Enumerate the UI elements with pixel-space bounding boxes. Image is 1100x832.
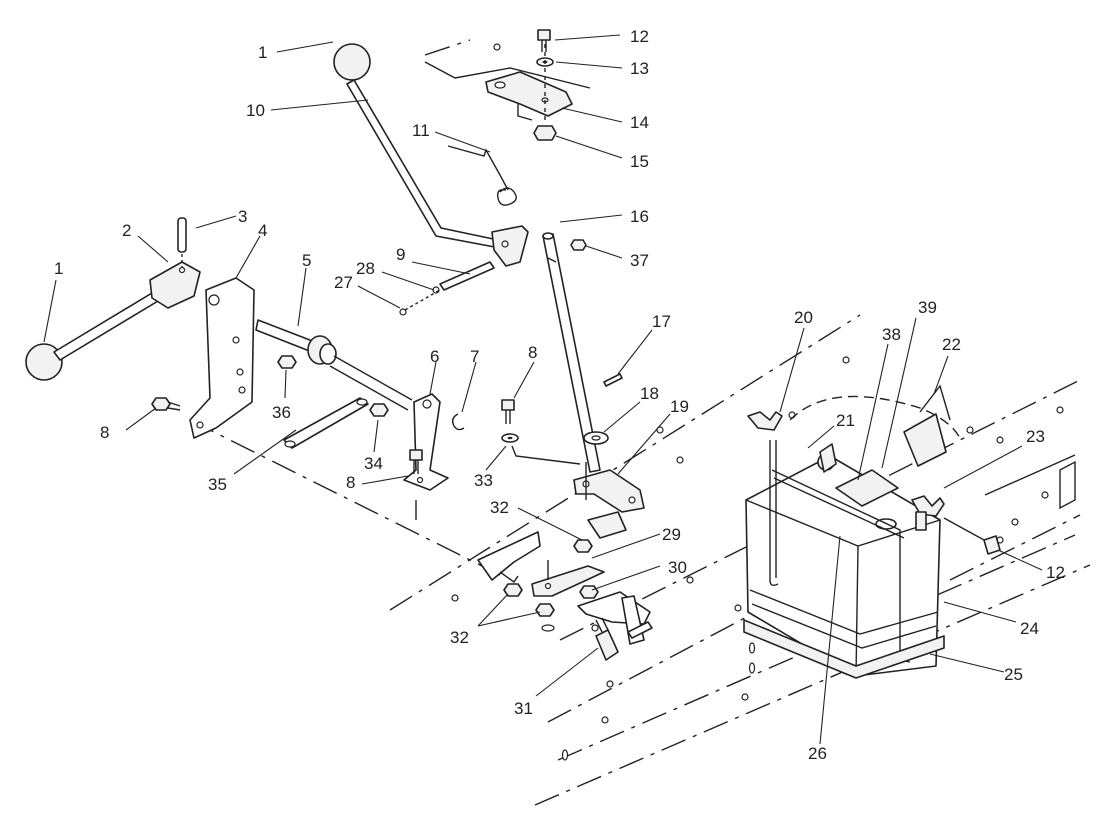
callout-1: 1 bbox=[258, 43, 267, 62]
pin-left bbox=[177, 217, 187, 253]
link-rod bbox=[283, 397, 369, 449]
wing-nut-23 bbox=[911, 495, 945, 531]
lever-mount-plate bbox=[189, 277, 255, 439]
callout-37: 37 bbox=[630, 251, 649, 270]
nut-top bbox=[533, 125, 557, 141]
callout-16: 16 bbox=[630, 207, 649, 226]
callout-labels: 1 10 11 12 13 14 15 16 37 2 3 4 1 5 9 28… bbox=[54, 27, 1065, 763]
callout-7: 7 bbox=[470, 347, 479, 366]
callout-28: 28 bbox=[356, 259, 375, 278]
bolt-8-right bbox=[501, 399, 515, 424]
callout-34: 34 bbox=[364, 454, 383, 473]
leader-lines bbox=[43, 34, 1043, 745]
bolt-8-center bbox=[409, 449, 423, 474]
shift-lever-left bbox=[53, 286, 169, 361]
bracket-29 bbox=[531, 560, 605, 597]
callout-27: 27 bbox=[334, 273, 353, 292]
callout-36: 36 bbox=[272, 403, 291, 422]
callout-33: 33 bbox=[474, 471, 493, 490]
callout-1: 1 bbox=[54, 259, 63, 278]
callout-12: 12 bbox=[630, 27, 649, 46]
callout-17: 17 bbox=[652, 312, 671, 331]
callout-4: 4 bbox=[258, 221, 267, 240]
terminal-cover-22 bbox=[903, 384, 951, 467]
callout-23: 23 bbox=[1026, 427, 1045, 446]
callout-11: 11 bbox=[412, 121, 430, 140]
pivot-bracket bbox=[403, 393, 449, 491]
nut-36 bbox=[277, 355, 297, 369]
callout-15: 15 bbox=[630, 152, 649, 171]
mounting-plate-top bbox=[485, 71, 573, 121]
callout-2: 2 bbox=[122, 221, 131, 240]
callout-20: 20 bbox=[794, 308, 813, 327]
callout-39: 39 bbox=[918, 298, 937, 317]
callout-25: 25 bbox=[1004, 665, 1023, 684]
callout-31: 31 bbox=[514, 699, 533, 718]
callout-18: 18 bbox=[640, 384, 659, 403]
cross-shaft bbox=[255, 319, 413, 411]
callout-22: 22 bbox=[942, 335, 961, 354]
shift-lever-knob-top bbox=[333, 43, 371, 81]
nut-37 bbox=[570, 239, 587, 251]
nut-30 bbox=[579, 585, 599, 599]
battery-box-26 bbox=[745, 443, 941, 677]
wing-nut-20 bbox=[747, 411, 783, 431]
callout-3: 3 bbox=[238, 207, 247, 226]
pin-17 bbox=[603, 373, 623, 387]
callout-5: 5 bbox=[302, 251, 311, 270]
callout-32: 32 bbox=[490, 498, 509, 517]
clip bbox=[451, 413, 465, 431]
callout-8: 8 bbox=[528, 343, 537, 362]
washer-33 bbox=[501, 433, 519, 443]
callout-19: 19 bbox=[670, 397, 689, 416]
callout-14: 14 bbox=[630, 113, 649, 132]
callout-13: 13 bbox=[630, 59, 649, 78]
guide-plate bbox=[587, 511, 627, 539]
washer-18 bbox=[583, 431, 609, 445]
clevis-left bbox=[149, 261, 201, 309]
shift-lever-top bbox=[346, 79, 501, 249]
shift-arm bbox=[573, 462, 645, 513]
bolt-34 bbox=[369, 403, 389, 417]
callout-9: 9 bbox=[396, 245, 405, 264]
callout-26: 26 bbox=[808, 744, 827, 763]
callout-21: 21 bbox=[836, 411, 855, 430]
callout-35: 35 bbox=[208, 475, 227, 494]
callout-29: 29 bbox=[662, 525, 681, 544]
bolt-top bbox=[537, 29, 551, 52]
callout-24: 24 bbox=[1020, 619, 1039, 638]
callout-8: 8 bbox=[346, 473, 355, 492]
callout-6: 6 bbox=[430, 347, 439, 366]
callout-8: 8 bbox=[100, 423, 109, 442]
spring bbox=[447, 145, 517, 206]
callout-10: 10 bbox=[246, 101, 265, 120]
battery-base-25 bbox=[743, 619, 945, 679]
shift-rod bbox=[542, 232, 601, 473]
nut-32-lower bbox=[503, 583, 523, 597]
lever-bracket bbox=[491, 225, 529, 267]
bolt-12-battery bbox=[943, 517, 1001, 555]
callout-30: 30 bbox=[668, 558, 687, 577]
battery-tray-outline bbox=[789, 395, 961, 439]
callout-32: 32 bbox=[450, 628, 469, 647]
pivot-bolt-31 bbox=[595, 617, 653, 661]
callout-38: 38 bbox=[882, 325, 901, 344]
clevis-pin bbox=[399, 261, 495, 316]
callout-12: 12 bbox=[1046, 563, 1065, 582]
bolt-8-left bbox=[151, 397, 181, 411]
nut-32-lower-b bbox=[535, 603, 555, 617]
nut-32-upper bbox=[573, 539, 593, 553]
cover-plate bbox=[477, 531, 541, 583]
shift-lever-knob-left bbox=[25, 343, 63, 381]
